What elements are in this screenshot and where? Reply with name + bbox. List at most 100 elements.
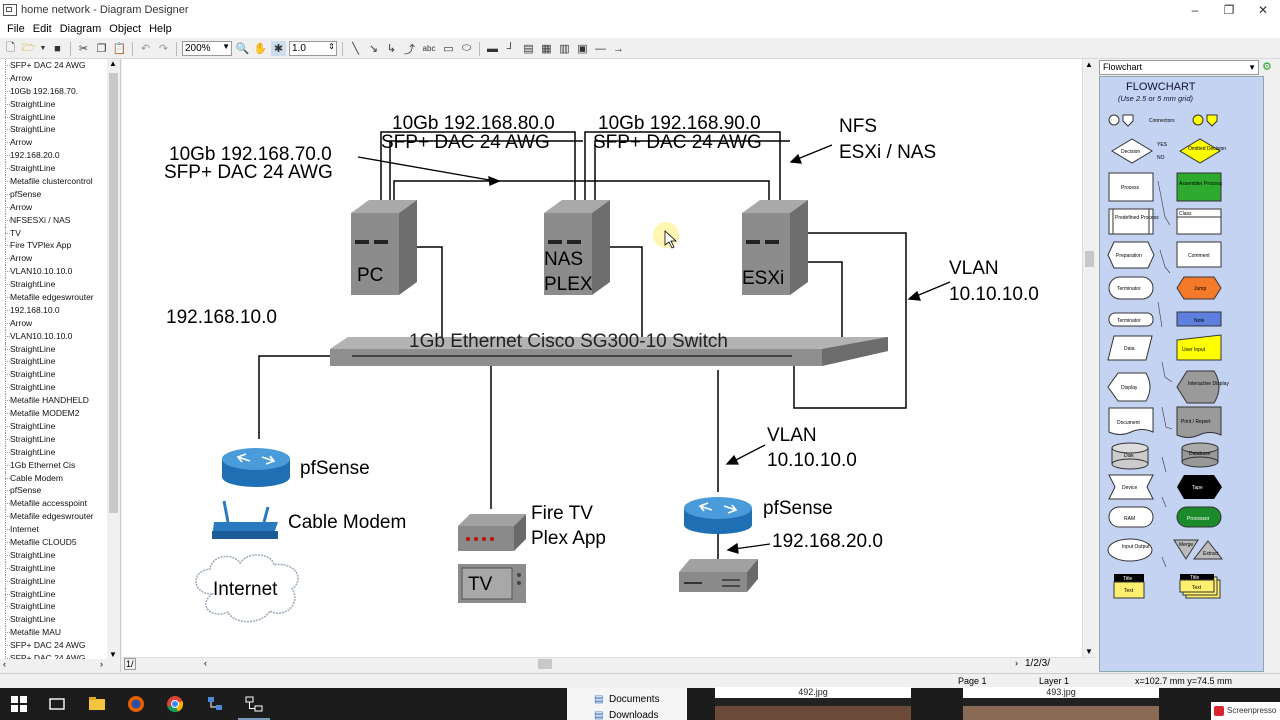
link-70-cable-label[interactable]: SFP+ DAC 24 AWG: [164, 162, 333, 183]
hand-icon[interactable]: ✋: [253, 43, 268, 55]
scroll-down-icon[interactable]: ▼: [109, 650, 117, 659]
object-list-item[interactable]: StraightLine: [0, 278, 106, 291]
scroll-up-icon[interactable]: ▲: [1085, 60, 1093, 69]
object-list-item[interactable]: StraightLine: [0, 419, 106, 433]
copy-icon[interactable]: ❐: [96, 43, 107, 55]
canvas-vertical-scrollbar[interactable]: ▲ ▼: [1082, 59, 1095, 657]
rectangle-tool-icon[interactable]: ▭: [443, 43, 454, 55]
palette-input-output[interactable]: Input Output Merge Extract: [1107, 538, 1224, 562]
object-list-hscrollbar[interactable]: ‹ ›: [0, 659, 120, 672]
object-list-item[interactable]: Metafile clustercontrol: [0, 175, 106, 188]
thumbnail-493[interactable]: 493.jpg: [963, 687, 1159, 720]
object-list-item[interactable]: 192.168.10.0: [0, 303, 106, 317]
windows-start-icon[interactable]: [10, 695, 28, 713]
plex-label[interactable]: PLEX: [544, 274, 593, 295]
pfsense-right-label[interactable]: pfSense: [763, 498, 833, 519]
polyline-tool-icon[interactable]: ⤴: [404, 43, 415, 56]
pc-label[interactable]: PC: [357, 265, 384, 286]
scrollbar-thumb[interactable]: [109, 73, 118, 513]
palette-scrollbar[interactable]: [1266, 76, 1279, 672]
palette-settings-icon[interactable]: ⚙: [1262, 61, 1272, 73]
object-list-item[interactable]: Internet: [0, 523, 106, 536]
object-list-item[interactable]: SFP+ DAC 24 AWG: [0, 651, 106, 659]
zoom-icon[interactable]: 🔍: [235, 43, 250, 55]
object-list-item[interactable]: SFP+ DAC 24 AWG: [0, 639, 106, 652]
cable-modem-label[interactable]: Cable Modem: [288, 512, 407, 533]
maximize-button[interactable]: ❐: [1223, 2, 1235, 17]
page-tabs[interactable]: 1/2/3/: [1025, 658, 1051, 669]
object-list-item[interactable]: Metafile CLOUD5: [0, 535, 106, 549]
jumplist-downloads[interactable]: Downloads: [609, 710, 659, 720]
palette-predefined-process[interactable]: Predefined Process Class: [1108, 208, 1222, 235]
internet-label[interactable]: Internet: [213, 579, 278, 600]
object-list-item[interactable]: StraightLine: [0, 600, 106, 614]
object-list-item[interactable]: Arrow: [0, 252, 106, 266]
object-list-item[interactable]: StraightLine: [0, 97, 106, 111]
object-list-item[interactable]: StraightLine: [0, 587, 106, 601]
link-80-label[interactable]: 10Gb 192.168.80.0: [392, 113, 555, 134]
nfs-target-label[interactable]: ESXi / NAS: [839, 142, 937, 163]
object-list-item[interactable]: Metafile MAU: [0, 626, 106, 639]
file-explorer-icon[interactable]: [88, 695, 106, 713]
nfs-label[interactable]: NFS: [839, 116, 877, 137]
scroll-up-icon[interactable]: ▲: [109, 59, 117, 68]
palette-document[interactable]: Document Print / Report: [1108, 406, 1222, 438]
scroll-down-icon[interactable]: ▼: [1085, 647, 1093, 656]
diagram-canvas[interactable]: 10Gb 192.168.80.0 SFP+ DAC 24 AWG 10Gb 1…: [122, 59, 1082, 657]
object-list-item[interactable]: StraightLine: [0, 355, 106, 369]
dropdown-icon[interactable]: ▼: [39, 45, 47, 52]
object-list-item[interactable]: Metafile accesspoint: [0, 497, 106, 511]
object-list-item[interactable]: Arrow: [0, 136, 106, 150]
palette-title-text[interactable]: Title Text Title Text: [1113, 574, 1221, 599]
object-list-item[interactable]: Arrow: [0, 71, 106, 85]
object-list-item[interactable]: StraightLine: [0, 110, 106, 124]
object-list-item[interactable]: StraightLine: [0, 368, 106, 382]
object-list-item[interactable]: Arrow: [0, 200, 106, 214]
menu-help[interactable]: Help: [149, 22, 172, 35]
menu-diagram[interactable]: Diagram: [59, 22, 102, 35]
palette-disk[interactable]: Disk Database: [1111, 442, 1219, 470]
vlan-bottom-subnet-label[interactable]: 10.10.10.0: [767, 450, 857, 471]
order-icon[interactable]: ▣: [577, 43, 588, 55]
object-list-item[interactable]: Metafile edgeswrouter: [0, 510, 106, 523]
snap-icon[interactable]: ✱: [271, 41, 286, 56]
subnet-10-label[interactable]: 192.168.10.0: [166, 307, 277, 328]
new-file-icon[interactable]: 🗋: [6, 42, 15, 54]
link-80-cable-label[interactable]: SFP+ DAC 24 AWG: [381, 132, 550, 153]
object-list-item[interactable]: StraightLine: [0, 342, 106, 356]
menu-object[interactable]: Object: [109, 22, 142, 35]
object-list-item[interactable]: StraightLine: [0, 432, 106, 446]
object-list-item[interactable]: VLAN10.10.10.0: [0, 265, 106, 279]
ellipse-tool-icon[interactable]: ⬭: [461, 42, 472, 54]
vlan-top-label[interactable]: VLAN: [949, 258, 999, 279]
palette-ram[interactable]: RAM Processor: [1108, 506, 1222, 528]
object-list-scrollbar[interactable]: ▲ ▼: [107, 59, 120, 659]
pfsense-left-label[interactable]: pfSense: [300, 458, 370, 479]
firetv-label[interactable]: Fire TV: [531, 503, 593, 524]
close-button[interactable]: ✕: [1257, 2, 1269, 17]
object-list-item[interactable]: 192.168.20.0: [0, 149, 106, 163]
thumbnail-492[interactable]: 492.jpg: [715, 687, 911, 720]
object-list-item[interactable]: StraightLine: [0, 381, 106, 395]
object-list-item[interactable]: StraightLine: [0, 162, 106, 175]
network-tool-icon[interactable]: [206, 695, 224, 713]
scrollbar-thumb[interactable]: [538, 659, 552, 669]
object-list-item[interactable]: StraightLine: [0, 445, 106, 459]
canvas-horizontal-scrollbar[interactable]: 1/ ‹ › 1/2/3/: [122, 657, 1095, 670]
diagram-designer-icon[interactable]: [245, 695, 263, 713]
palette-preparation[interactable]: Preparation Comment: [1107, 241, 1222, 269]
task-view-icon[interactable]: [48, 695, 66, 713]
cut-icon[interactable]: ✂: [78, 43, 89, 55]
scroll-right-icon[interactable]: ›: [100, 659, 103, 669]
palette-category-select[interactable]: Flowchart ▼: [1099, 60, 1259, 75]
undo-icon[interactable]: ↶: [140, 43, 151, 55]
scrollbar-thumb[interactable]: [1085, 251, 1094, 267]
open-folder-icon[interactable]: 🗁: [21, 42, 36, 54]
paste-icon[interactable]: 📋: [112, 43, 127, 55]
object-list-item[interactable]: Metafile HANDHELD: [0, 394, 106, 407]
link-70-label[interactable]: 10Gb 192.168.70.0: [169, 144, 332, 165]
subnet-20-label[interactable]: 192.168.20.0: [772, 531, 883, 552]
object-list-item[interactable]: StraightLine: [0, 574, 106, 588]
arrow-tool-icon[interactable]: ↘: [368, 43, 379, 55]
palette-data[interactable]: Data User Input: [1107, 334, 1222, 361]
